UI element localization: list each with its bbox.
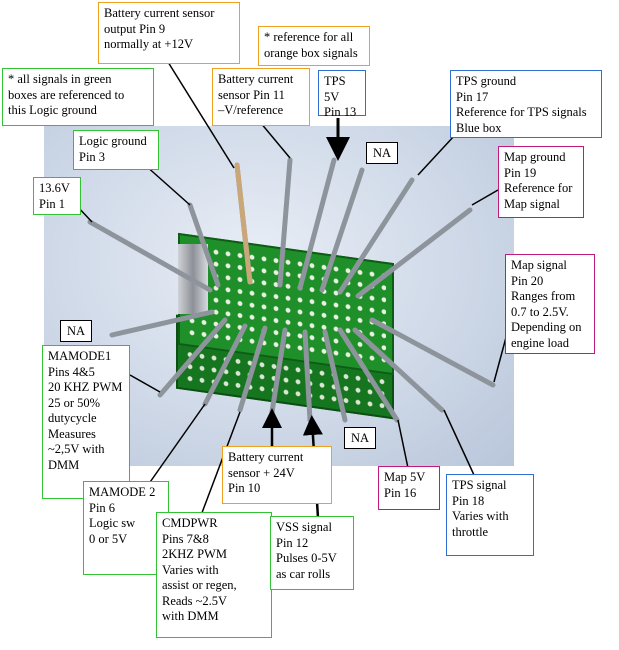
tps-ground-label: TPS ground Pin 17 Reference for TPS sign… (450, 70, 602, 138)
logic-ground-label: Logic ground Pin 3 (73, 130, 159, 170)
green-reference-note: * all signals in green boxes are referen… (2, 68, 154, 126)
battery-sensor-pin11-label: Battery current sensor Pin 11 –V/referen… (212, 68, 310, 126)
tps-5v-label: TPS 5V Pin 13 (318, 70, 366, 119)
cmdpwr-label: CMDPWR Pins 7&8 2KHZ PWM Varies with ass… (156, 512, 272, 638)
battery-sensor-output-label: Battery current sensor output Pin 9 norm… (98, 2, 240, 64)
na-bottom-label: NA (344, 427, 376, 449)
vss-signal-label: VSS signal Pin 12 Pulses 0-5V as car rol… (270, 516, 354, 590)
map-ground-label: Map ground Pin 19 Reference for Map sign… (498, 146, 584, 218)
battery-sensor-24v-label: Battery current sensor + 24V Pin 10 (222, 446, 332, 504)
13-6v-label: 13.6V Pin 1 (33, 177, 81, 215)
mamode2-label: MAMODE 2 Pin 6 Logic sw 0 or 5V (83, 481, 169, 575)
mamode1-label: MAMODE1 Pins 4&5 20 KHZ PWM 25 or 50% du… (42, 345, 130, 499)
map-5v-label: Map 5V Pin 16 (378, 466, 440, 510)
na-left-label: NA (60, 320, 92, 342)
na-top-label: NA (366, 142, 398, 164)
tps-signal-label: TPS signal Pin 18 Varies with throttle (446, 474, 534, 556)
orange-reference-note: * reference for all orange box signals (258, 26, 370, 66)
map-signal-label: Map signal Pin 20 Ranges from 0.7 to 2.5… (505, 254, 595, 354)
metal-bracket (178, 244, 208, 314)
